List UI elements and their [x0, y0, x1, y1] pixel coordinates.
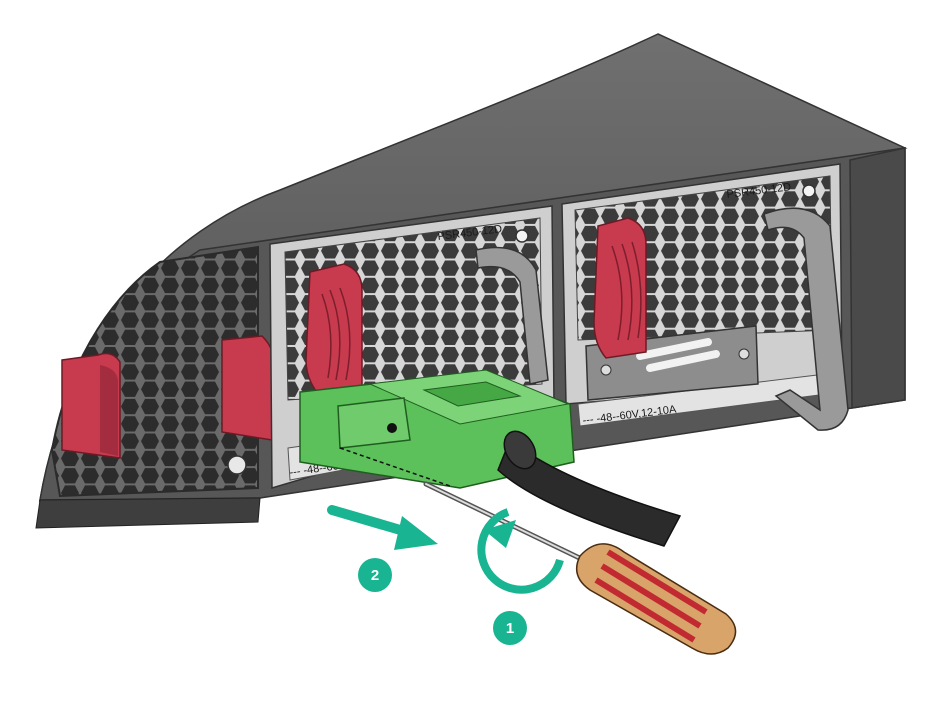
- psu-right-socket-pins: [636, 338, 720, 372]
- psu-left-latch[interactable]: [305, 263, 363, 397]
- pull-arrowhead: [394, 516, 438, 550]
- psu-right-latch[interactable]: [593, 217, 647, 359]
- pull-out-arrow: [327, 505, 438, 550]
- chassis-left-edge: [35, 497, 261, 529]
- screwdriver-handle-stripes: [594, 549, 708, 643]
- screwdriver: [423, 481, 737, 655]
- psu-right-latch-grip: [611, 241, 642, 341]
- psu-left-status-led: [515, 229, 529, 243]
- power-cable-end: [503, 430, 537, 470]
- psu-left-handle[interactable]: [475, 246, 549, 385]
- step-1-number: 1: [506, 620, 514, 637]
- psu-right-socket-screw-right: [738, 348, 750, 360]
- step-2-circle: [358, 558, 392, 592]
- step-2-number: 2: [371, 567, 379, 584]
- fan-tray: [50, 245, 274, 498]
- chassis-right-end: [849, 147, 906, 409]
- fan-tray-latch-inner: [100, 365, 118, 456]
- psu-left-latch-grip: [321, 287, 351, 381]
- fan-tray-handle[interactable]: [221, 335, 274, 441]
- rotation-arrowhead: [484, 520, 516, 548]
- connector-captive-screw[interactable]: [387, 423, 397, 433]
- step-2-badge: 2: [358, 558, 392, 592]
- step-1-badge: 1: [493, 611, 527, 645]
- psu-right-socket-screw-left: [600, 364, 612, 376]
- connector-screw-block: [337, 397, 411, 449]
- step-1-circle: [493, 611, 527, 645]
- power-cable: [497, 438, 682, 547]
- connector-grip: [422, 381, 522, 407]
- psu-right-handle[interactable]: [763, 207, 849, 431]
- rotate-counterclockwise-arrow: [477, 508, 564, 594]
- psu-right-status-led: [802, 184, 816, 198]
- fan-tray-screw: [227, 455, 247, 475]
- connector-screw-thread: [339, 447, 451, 487]
- psu-right: PSR450-12D --- -48--60V,12-10A: [561, 163, 849, 431]
- rotation-arc: [477, 508, 564, 594]
